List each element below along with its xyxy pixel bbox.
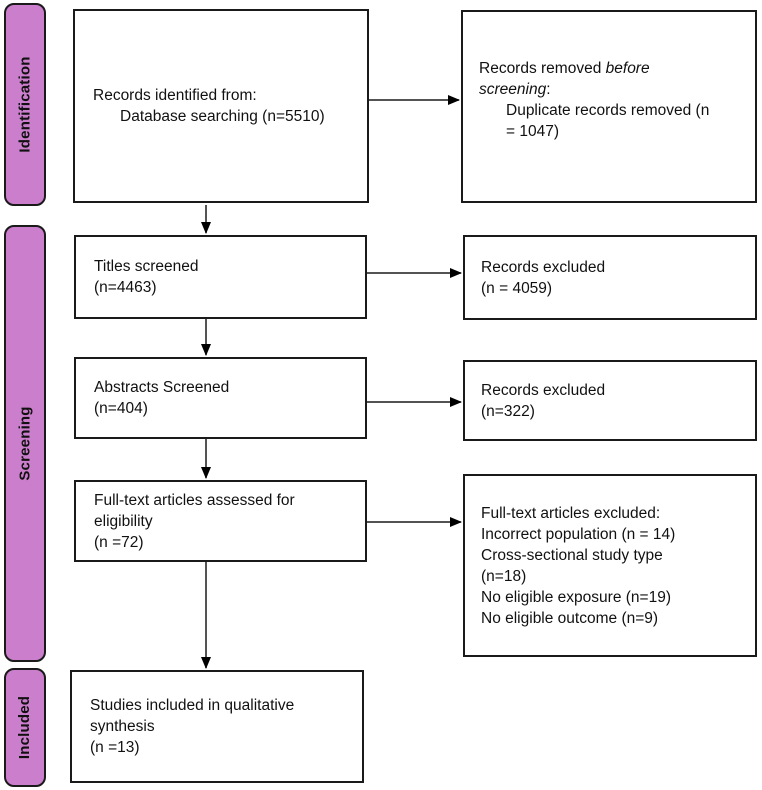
- fulltext-excluded-line3: Cross-sectional study type: [481, 546, 663, 564]
- box-records-excluded-titles: Records excluded (n = 4059): [463, 235, 757, 320]
- box-studies-included: Studies included in qualitative synthesi…: [70, 670, 364, 783]
- records-excluded-abstracts-line2: (n=322): [481, 402, 535, 420]
- records-removed-line2: screening:: [479, 79, 751, 100]
- stage-bar-screening: Screening: [4, 225, 46, 662]
- studies-included-line2: synthesis: [90, 718, 155, 735]
- stage-label-included: Included: [16, 695, 34, 760]
- box-fulltext-assessed: Full-text articles assessed for eligibil…: [74, 480, 367, 562]
- stage-label-screening: Screening: [16, 406, 34, 481]
- box-records-identified: Records identified from: Database search…: [73, 9, 369, 203]
- titles-screened-line1: Titles screened: [94, 258, 199, 275]
- records-removed-line4: = 1047): [506, 123, 560, 140]
- records-excluded-titles-line2: (n = 4059): [481, 279, 553, 297]
- abstracts-screened-line1: Abstracts Screened: [94, 379, 230, 396]
- box-records-removed: Records removed before screening: Duplic…: [461, 10, 757, 203]
- records-identified-line2: Database searching (n=5510): [120, 108, 325, 125]
- records-identified-line1: Records identified from:: [93, 87, 257, 104]
- records-excluded-titles-line1: Records excluded: [481, 258, 606, 276]
- studies-included-line3: (n =13): [90, 739, 140, 756]
- studies-included-line1: Studies included in qualitative: [90, 697, 295, 714]
- records-excluded-abstracts-line1: Records excluded: [481, 381, 606, 399]
- stage-label-identification: Identification: [16, 56, 34, 153]
- fulltext-excluded-line1: Full-text articles excluded:: [481, 504, 661, 522]
- box-titles-screened: Titles screened (n=4463): [74, 235, 367, 319]
- box-abstracts-screened: Abstracts Screened (n=404): [74, 357, 367, 439]
- fulltext-excluded-line2: Incorrect population (n = 14): [481, 525, 676, 543]
- records-removed-line2-normal: :: [546, 81, 551, 98]
- stage-bar-included: Included: [4, 668, 46, 787]
- fulltext-assessed-line2: eligibility: [94, 512, 153, 530]
- titles-screened-line2: (n=4463): [94, 279, 157, 296]
- box-fulltext-excluded: Full-text articles excluded: Incorrect p…: [463, 474, 757, 657]
- records-removed-line2-italic: screening: [479, 81, 547, 98]
- records-removed-line3: Duplicate records removed (n: [506, 102, 710, 119]
- fulltext-excluded-line4: (n=18): [481, 567, 527, 585]
- records-removed-line1-italic: before: [605, 60, 650, 77]
- fulltext-excluded-line6: No eligible outcome (n=9): [481, 609, 659, 627]
- fulltext-assessed-line3: (n =72): [94, 533, 144, 551]
- records-removed-line1: Records removed before: [479, 58, 751, 79]
- abstracts-screened-line2: (n=404): [94, 400, 148, 417]
- box-records-excluded-abstracts: Records excluded (n=322): [463, 360, 757, 441]
- stage-bar-identification: Identification: [4, 3, 46, 206]
- fulltext-assessed-line1: Full-text articles assessed for: [94, 491, 295, 509]
- fulltext-excluded-line5: No eligible exposure (n=19): [481, 588, 671, 606]
- records-removed-line1-normal: Records removed: [479, 60, 606, 77]
